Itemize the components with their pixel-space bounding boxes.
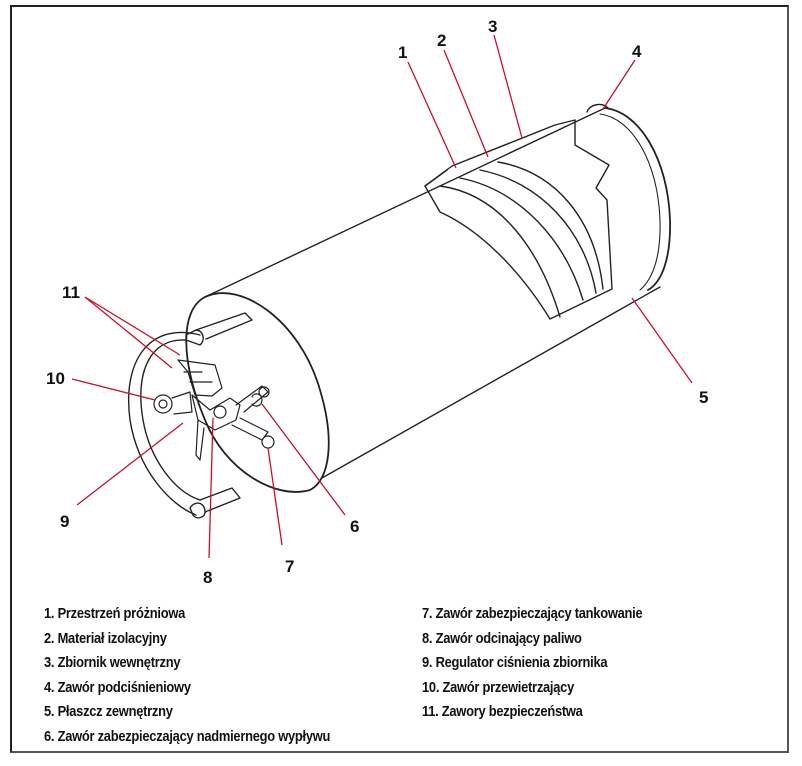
leader-line-10: [71, 378, 156, 401]
callout-11: 11: [62, 283, 80, 302]
vacuum-valve-dome: [586, 103, 609, 113]
callout-2: 2: [437, 31, 446, 50]
callout-8: 8: [203, 568, 212, 587]
leader-line-1: [407, 61, 457, 169]
legend-item-1: 1. Przestrzeń próżniowa: [44, 605, 186, 622]
legend-item-11: 11. Zawory bezpieczeństwa: [422, 703, 583, 720]
leader-line-11a: [84, 296, 181, 356]
cutaway-outline: [424, 119, 613, 320]
tank-front-face: [185, 292, 330, 493]
leader-line-6: [261, 403, 346, 516]
legend-item-9: 9. Regulator ciśnienia zbiornika: [422, 654, 608, 671]
tank-far-end-cap: [604, 107, 671, 291]
handle-ring: [128, 331, 201, 516]
leader-line-8: [208, 417, 214, 559]
legend-item-6: 6. Zawór zabezpieczający nadmiernego wyp…: [44, 727, 331, 745]
legend-item-8: 8. Zawór odcinający paliwo: [422, 629, 582, 647]
legend-item-2: 2. Materiał izolacyjny: [44, 629, 167, 647]
legend-item-7: 7. Zawór zabezpieczający tankowanie: [422, 605, 643, 622]
legend-item-10: 10. Zawór przewietrzający: [422, 678, 575, 696]
legend-item-5: 5. Płaszcz zewnętrzny: [44, 703, 173, 720]
callout-4: 4: [632, 42, 642, 61]
tank-bottom-edge: [321, 286, 661, 479]
legend-right-column: 7. Zawór zabezpieczający tankowanie 8. Z…: [422, 602, 643, 725]
leader-line-3: [493, 34, 523, 139]
leader-line-2: [443, 49, 489, 158]
callout-1: 1: [398, 43, 407, 62]
callout-7: 7: [285, 557, 294, 576]
legend-item-3: 3. Zbiornik wewnętrzny: [44, 654, 181, 671]
tank-top-edge: [204, 107, 606, 298]
leader-line-5: [631, 297, 693, 384]
leader-lines: [71, 34, 693, 559]
callout-6: 6: [350, 517, 359, 536]
leader-line-11b: [84, 296, 173, 369]
callout-10: 10: [46, 369, 65, 388]
leader-line-9: [76, 422, 184, 506]
figure-frame: [10, 5, 789, 753]
leader-line-4: [602, 59, 636, 110]
valve-assembly: [153, 359, 275, 461]
callout-3: 3: [488, 17, 497, 36]
legend-item-4: 4. Zawór podciśnieniowy: [44, 678, 191, 696]
callout-5: 5: [699, 388, 708, 407]
tank-diagram: 1 2 3 4 5 6 7 8 9 10 11: [46, 17, 708, 587]
leader-line-7: [267, 447, 283, 546]
legend-left-column: 1. Przestrzeń próżniowa 2. Materiał izol…: [44, 602, 330, 749]
callout-9: 9: [60, 512, 69, 531]
